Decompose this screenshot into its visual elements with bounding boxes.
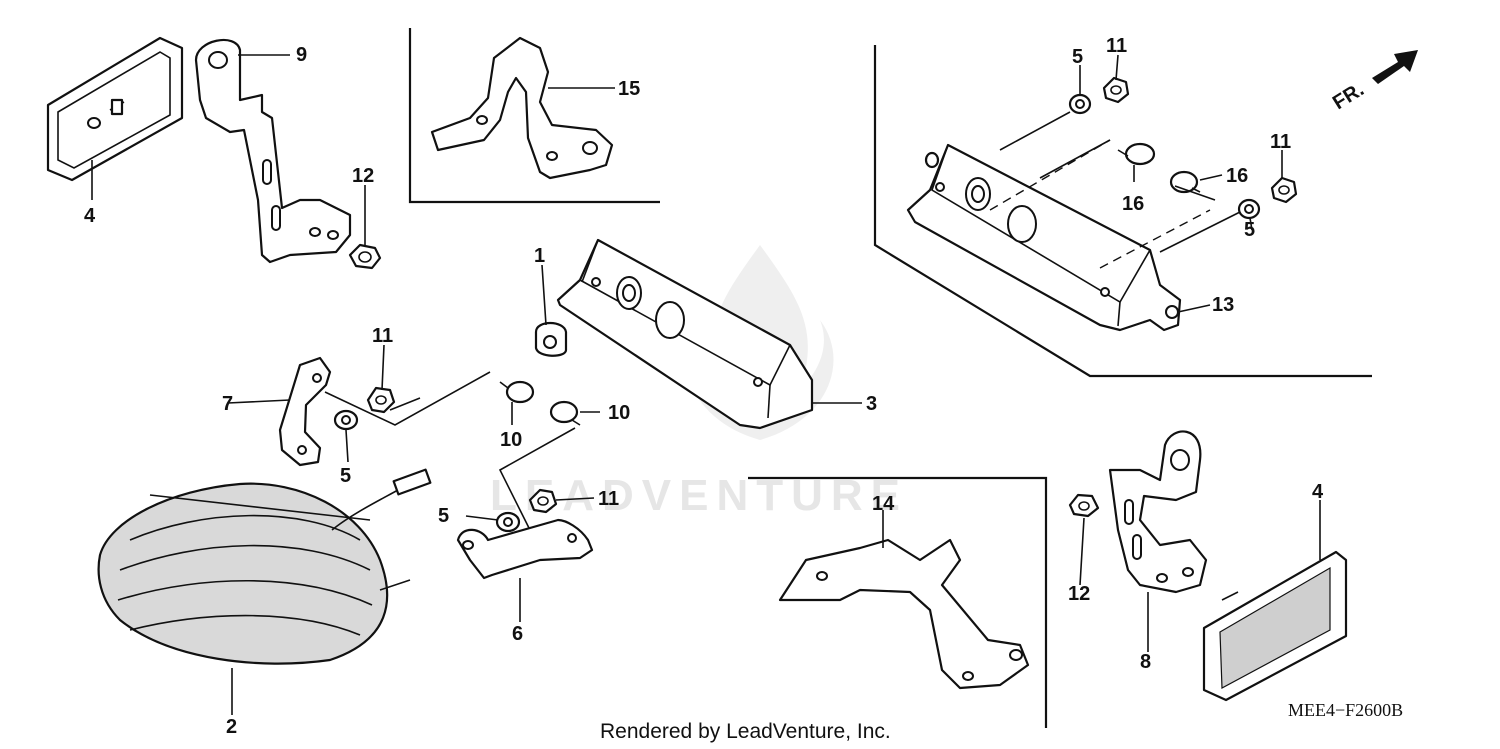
washer-5-inset-bottom xyxy=(1237,198,1261,220)
inset-leader-lines xyxy=(999,111,1241,253)
washer-5-lower xyxy=(495,511,521,533)
nut-11-inset-bottom xyxy=(1270,176,1298,204)
callout-10-a: 10 xyxy=(500,429,522,451)
nut-11-lower xyxy=(528,488,558,514)
credit-text: Rendered by LeadVenture, Inc. xyxy=(600,720,891,743)
bracket-9 xyxy=(194,39,352,264)
taillight-stud xyxy=(379,579,411,591)
taillight-2 xyxy=(97,468,432,665)
callout-4-left: 4 xyxy=(84,205,96,227)
bracket-8 xyxy=(1108,430,1208,594)
housing-3 xyxy=(556,238,814,430)
callout-5-inset-bottom: 5 xyxy=(1244,219,1255,241)
callout-5-inset-top: 5 xyxy=(1072,46,1083,68)
inset-frame-15 xyxy=(408,28,660,204)
callout-11-lower: 11 xyxy=(598,488,619,510)
callout-16-inset-a: 16 xyxy=(1122,193,1144,215)
callout-1: 1 xyxy=(534,245,545,267)
bracket-7 xyxy=(278,356,332,467)
taillight-wire xyxy=(331,489,399,531)
screw-16-inset-a xyxy=(1117,142,1156,166)
callout-10-b: 10 xyxy=(608,402,630,424)
callout-6: 6 xyxy=(512,623,523,645)
callout-2: 2 xyxy=(226,716,237,738)
arrow-icon xyxy=(1372,50,1418,84)
callout-13: 13 xyxy=(1212,294,1234,316)
screw-10-a xyxy=(499,380,535,404)
connector xyxy=(392,468,432,496)
grommet-1 xyxy=(534,321,568,357)
callout-16-inset-b: 16 xyxy=(1226,165,1248,187)
washer-5-center xyxy=(333,409,359,431)
callout-5-center: 5 xyxy=(340,465,351,487)
reflector-4-right xyxy=(1202,550,1348,702)
callout-7: 7 xyxy=(222,393,233,415)
callout-11-inset-top: 11 xyxy=(1106,35,1127,57)
callout-3: 3 xyxy=(866,393,877,415)
callout-12-right: 12 xyxy=(1068,583,1090,605)
callout-5-lower: 5 xyxy=(438,505,449,527)
nut-12-top xyxy=(348,243,382,270)
housing-13 xyxy=(906,139,1211,332)
bracket-15 xyxy=(430,36,614,180)
bracket-6 xyxy=(456,518,594,580)
nut-11-center xyxy=(366,386,396,414)
nut-12-right xyxy=(1068,493,1100,518)
direction-label: FR. xyxy=(1329,79,1368,115)
center-leader-lines xyxy=(324,371,576,531)
callout-14: 14 xyxy=(872,493,895,515)
nut-11-inset-top xyxy=(1102,76,1130,104)
inset-frame-13 xyxy=(873,45,1372,378)
callout-11-center: 11 xyxy=(372,325,393,347)
inset-frame-14 xyxy=(748,476,1048,728)
watermark-text: LEADVENTURE xyxy=(490,471,908,520)
callout-9: 9 xyxy=(296,44,307,66)
screw-10-b xyxy=(549,400,581,426)
callout-8: 8 xyxy=(1140,651,1151,673)
callout-12-top: 12 xyxy=(352,165,374,187)
front-direction-arrow: FR. xyxy=(1329,50,1418,114)
reflector-4-left xyxy=(46,36,184,182)
diagram-code: MEE4−F2600B xyxy=(1288,700,1403,720)
callout-4-right: 4 xyxy=(1312,481,1324,503)
washer-5-inset-top xyxy=(1068,93,1092,115)
callout-15: 15 xyxy=(618,78,640,100)
bracket-14 xyxy=(778,538,1030,690)
callout-leaders xyxy=(91,54,1321,715)
callout-11-inset-bottom: 11 xyxy=(1270,131,1291,153)
